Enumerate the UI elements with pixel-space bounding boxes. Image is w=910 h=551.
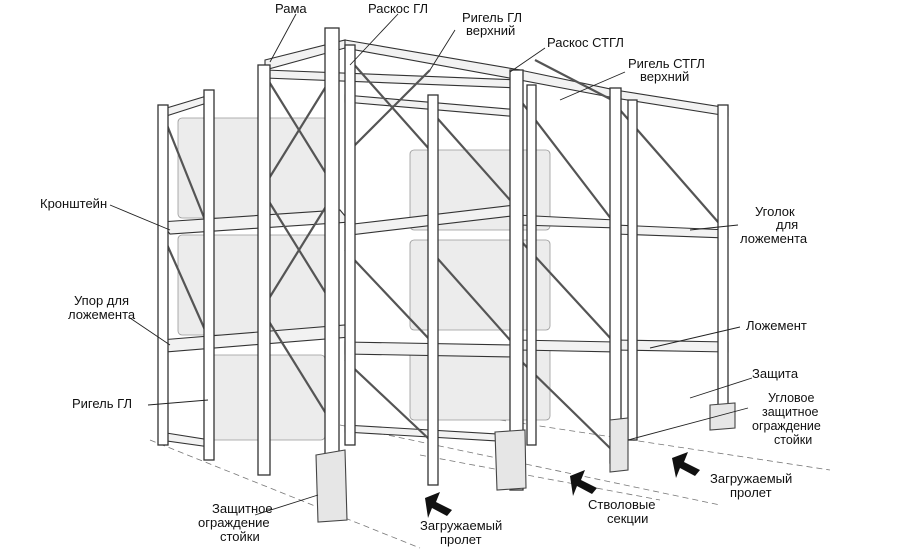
label-rigel-gl-verh: Ригель ГЛ [462,10,522,25]
label-zashch-ogr-3: стойки [220,529,260,544]
label-raskos-gl: Раскос ГЛ [368,1,428,16]
label-rigel-gl-verh-2: верхний [466,23,515,38]
arrow-left-icon [425,492,452,518]
label-ugolok-2: для [776,217,798,232]
label-stvol-2: секции [607,511,648,526]
label-stvol: Стволовые [588,497,656,512]
label-kronshtein: Кронштейн [40,196,107,211]
label-upor-2: ложемента [68,307,136,322]
arrow-right-icon [672,452,700,478]
loading-arrows [425,452,700,518]
label-raskos-stgl: Раскос СТГЛ [547,35,624,50]
floor-lines [149,419,831,549]
label-rama: Рама [275,1,307,16]
label-upor: Упор для [74,293,129,308]
leader-lines [109,13,753,516]
arrow-center-icon [570,470,597,496]
callout-labels: Рама Раскос ГЛ Ригель ГЛ верхний Раскос … [40,1,821,547]
post-guards [315,402,736,523]
label-zagr-right: Загружаемый [710,471,792,486]
label-zashch-ogr-2: ограждение [198,515,270,530]
label-uglovoe-4: стойки [774,433,812,447]
label-zashchita: Защита [752,366,799,381]
label-uglovoe: Угловое [768,391,815,405]
stored-loads [177,117,551,441]
label-uglovoe-3: ограждение [752,419,821,433]
label-ugolok-3: ложемента [740,231,808,246]
label-uglovoe-2: защитное [762,405,819,419]
label-zagr-left-2: пролет [440,532,482,547]
label-ugolok: Уголок [755,204,795,219]
label-rigel-stgl-verh-2: верхний [640,69,689,84]
label-zashch-ogr: Защитное [212,501,273,516]
label-rigel-gl: Ригель ГЛ [72,396,132,411]
label-zagr-right-2: пролет [730,485,772,500]
label-lozhement: Ложемент [746,318,807,333]
label-zagr-left: Загружаемый [420,518,502,533]
label-rigel-stgl-verh: Ригель СТГЛ [628,56,705,71]
